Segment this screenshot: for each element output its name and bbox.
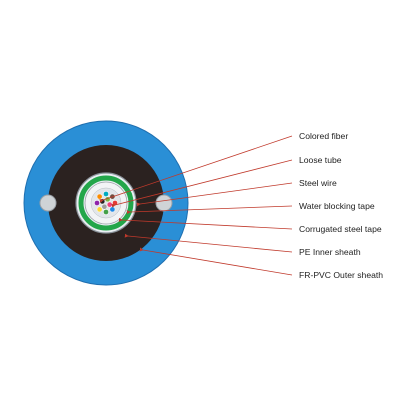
- label-fr-pvc-outer-sheath: FR-PVC Outer sheath: [299, 270, 384, 280]
- leader-pe-inner-sheath: [124, 233, 293, 253]
- steel-wire-right: [155, 194, 173, 212]
- label-corrugated-steel-tape: Corrugated steel tape: [299, 224, 382, 234]
- colored-fiber: [94, 200, 100, 206]
- colored-fiber: [103, 191, 109, 197]
- colored-fiber: [103, 209, 109, 215]
- water-blocking-tape: [78, 175, 134, 231]
- colored-fiber: [109, 206, 116, 213]
- label-pe-inner-sheath: PE Inner sheath: [299, 247, 361, 257]
- colored-fiber: [101, 203, 108, 210]
- leader-colored-fiber: [99, 135, 293, 203]
- label-steel-wire: Steel wire: [299, 178, 337, 188]
- steel-wire-left: [39, 194, 57, 212]
- leader-steel-wire: [136, 182, 293, 207]
- leader-loose-tube: [111, 159, 293, 208]
- colored-fiber: [96, 206, 103, 213]
- label-water-blocking-tape: Water blocking tape: [299, 201, 375, 211]
- colored-fiber: [106, 201, 113, 208]
- leader-corrugated-steel-tape: [118, 217, 293, 230]
- label-loose-tube: Loose tube: [299, 155, 342, 165]
- colored-fiber: [96, 193, 103, 200]
- leader-water-blocking-tape: [126, 205, 293, 215]
- leader-fr-pvc-outer-sheath: [139, 247, 293, 276]
- label-colored-fiber: Colored fiber: [299, 131, 349, 141]
